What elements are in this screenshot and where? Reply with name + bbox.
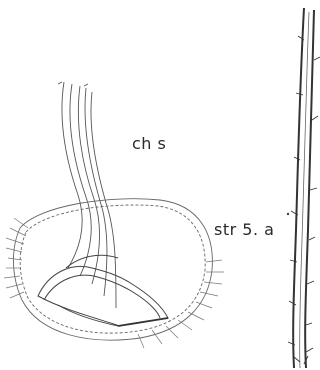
dot-mark xyxy=(287,213,289,215)
hairy-stem xyxy=(288,8,320,368)
label-str: str 5. a xyxy=(214,220,274,239)
label-chs: ch s xyxy=(132,134,166,153)
right-fringe xyxy=(138,260,224,348)
inner-structure xyxy=(38,255,168,326)
left-fringe xyxy=(4,218,28,298)
stalk-strands xyxy=(58,82,116,308)
disc-outline xyxy=(13,199,212,340)
